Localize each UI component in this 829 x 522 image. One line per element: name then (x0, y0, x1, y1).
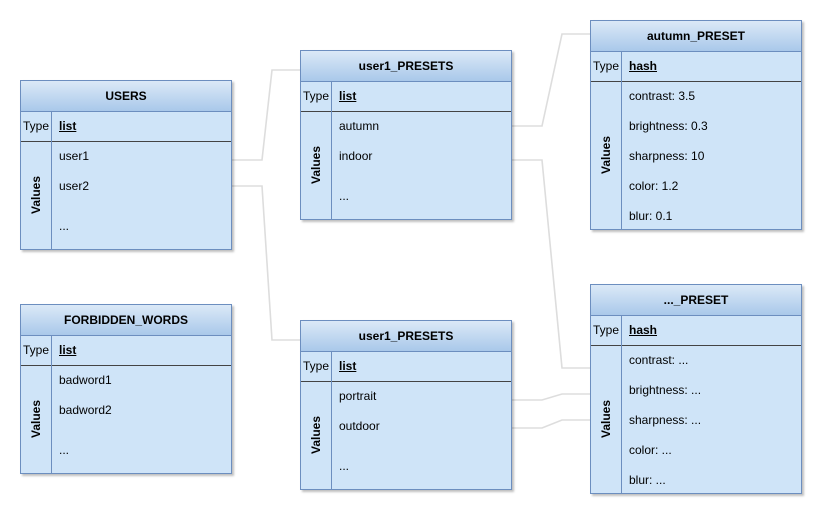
table-title: ..._PRESET (591, 285, 801, 316)
list-item[interactable]: badword2 (59, 403, 112, 417)
hash-field[interactable]: blur: 0.1 (629, 209, 673, 223)
values-label: Values (599, 399, 613, 439)
connector-portrait-to-generic-preset (512, 393, 590, 401)
values-column: Values (21, 141, 52, 249)
list-item[interactable]: autumn (339, 119, 380, 133)
type-value: list (59, 343, 77, 357)
list-item[interactable]: ... (339, 459, 350, 473)
hash-field[interactable]: blur: ... (629, 473, 666, 487)
connector-autumn-to-autumn-preset (512, 33, 590, 127)
hash-field[interactable]: sharpness: 10 (629, 149, 705, 163)
user1-presets-table-bottom[interactable]: user1_PRESETS Type list Values portrait … (300, 320, 512, 490)
type-value: hash (629, 323, 658, 337)
type-row: Type list (21, 335, 231, 366)
table-title: user1_PRESETS (301, 51, 511, 82)
values-section: Values contrast: ... brightness: ... sha… (591, 345, 801, 493)
type-label: Type (21, 111, 52, 141)
type-row: Type hash (591, 315, 801, 346)
list-item[interactable]: portrait (339, 389, 377, 403)
type-row: Type list (301, 81, 511, 112)
values-column: Values (301, 111, 332, 219)
list-item[interactable]: user2 (59, 179, 90, 193)
table-title: USERS (21, 81, 231, 112)
hash-field[interactable]: contrast: ... (629, 353, 689, 367)
type-value: list (339, 89, 357, 103)
hash-field[interactable]: sharpness: ... (629, 413, 702, 427)
autumn-preset-table[interactable]: autumn_PRESET Type hash Values contrast:… (590, 20, 802, 230)
type-value: hash (629, 59, 658, 73)
table-title: FORBIDDEN_WORDS (21, 305, 231, 336)
values-section: Values badword1 badword2 ... (21, 365, 231, 473)
list-item[interactable]: ... (59, 443, 70, 457)
forbidden-words-table[interactable]: FORBIDDEN_WORDS Type list Values badword… (20, 304, 232, 474)
hash-field[interactable]: contrast: 3.5 (629, 89, 696, 103)
type-value: list (339, 359, 357, 373)
values-label: Values (29, 175, 43, 215)
connector-indoor-to-generic-preset (512, 159, 590, 369)
hash-field[interactable]: brightness: ... (629, 383, 702, 397)
list-item[interactable]: indoor (339, 149, 373, 163)
table-title: user1_PRESETS (301, 321, 511, 352)
type-label: Type (21, 335, 52, 365)
hash-field[interactable]: color: ... (629, 443, 672, 457)
type-value: list (59, 119, 77, 133)
hash-field[interactable]: brightness: 0.3 (629, 119, 708, 133)
users-table[interactable]: USERS Type list Values user1 user2 ... (20, 80, 232, 250)
type-row: Type hash (591, 51, 801, 82)
user1-presets-table-top[interactable]: user1_PRESETS Type list Values autumn in… (300, 50, 512, 220)
values-label: Values (309, 415, 323, 455)
values-column: Values (591, 81, 622, 229)
values-column: Values (301, 381, 332, 489)
list-item[interactable]: ... (339, 189, 350, 203)
values-label: Values (309, 145, 323, 185)
type-row: Type list (21, 111, 231, 142)
list-item[interactable]: ... (59, 219, 70, 233)
connector-user1-to-presets-a (232, 69, 300, 161)
values-section: Values user1 user2 ... (21, 141, 231, 249)
list-item[interactable]: badword1 (59, 373, 112, 387)
type-label: Type (301, 81, 332, 111)
hash-field[interactable]: color: 1.2 (629, 179, 679, 193)
values-section: Values autumn indoor ... (301, 111, 511, 219)
type-label: Type (591, 51, 622, 81)
type-label: Type (301, 351, 332, 381)
connector-outdoor-to-generic-preset (512, 419, 590, 429)
type-label: Type (591, 315, 622, 345)
values-section: Values contrast: 3.5 brightness: 0.3 sha… (591, 81, 801, 229)
list-item[interactable]: user1 (59, 149, 90, 163)
values-column: Values (591, 345, 622, 493)
table-title: autumn_PRESET (591, 21, 801, 52)
values-label: Values (599, 135, 613, 175)
values-section: Values portrait outdoor ... (301, 381, 511, 489)
values-column: Values (21, 365, 52, 473)
generic-preset-table[interactable]: ..._PRESET Type hash Values contrast: ..… (590, 284, 802, 494)
values-label: Values (29, 399, 43, 439)
list-item[interactable]: outdoor (339, 419, 380, 433)
type-row: Type list (301, 351, 511, 382)
connector-user2-to-presets-b (232, 185, 300, 341)
